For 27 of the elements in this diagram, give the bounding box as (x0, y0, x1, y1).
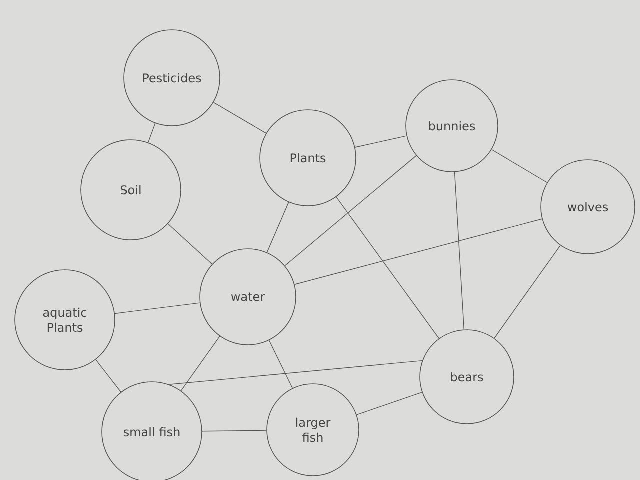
connector-line (266, 202, 290, 253)
circle-node: bunnies (406, 80, 498, 172)
connector-line (202, 430, 267, 432)
connector-line (494, 245, 561, 339)
circle-node: aquatic Plants (14, 270, 116, 370)
circle-node: Plants (260, 110, 356, 206)
connector-line (294, 218, 543, 285)
connector-line (268, 340, 293, 389)
circle-node: larger fish (266, 384, 360, 476)
circle-node: Pesticides (124, 30, 220, 126)
connector-line (454, 172, 465, 330)
circle-node: bears (420, 330, 514, 424)
circle-node: wolves (540, 160, 636, 254)
connector-line (492, 149, 548, 184)
connector-line (336, 196, 440, 339)
connector-line (180, 336, 220, 392)
connector-line (148, 123, 156, 144)
circle-node: water (200, 248, 296, 346)
connector-line (354, 136, 408, 148)
connector-line (356, 392, 423, 416)
connector-line (96, 359, 122, 393)
connector-line (114, 302, 200, 314)
connector-line (284, 155, 417, 266)
connector-line (168, 224, 213, 265)
connector-line (213, 102, 267, 134)
connector-line (168, 360, 423, 385)
circle-node: Soil (80, 140, 182, 240)
